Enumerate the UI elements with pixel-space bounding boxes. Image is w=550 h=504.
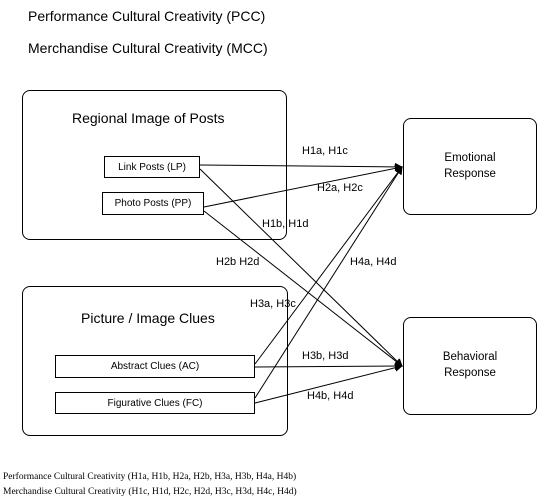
arrow-lp-emotional xyxy=(199,162,403,171)
label-h3a-h3c: H3a, H3c xyxy=(250,298,296,310)
heading-pcc: Performance Cultural Creativity (PCC) xyxy=(28,8,266,24)
arrow-pp-emotional xyxy=(203,164,403,208)
arrow-lp-behavioral xyxy=(199,168,403,367)
footnote-pcc: Performance Cultural Creativity (H1a, H1… xyxy=(3,472,297,482)
label-h4b-h4d: H4b, H4d xyxy=(307,390,354,402)
behavioral-line-1: Behavioral xyxy=(442,351,498,364)
heading-mcc: Merchandise Cultural Creativity (MCC) xyxy=(28,40,268,56)
node-figurative-clues: Figurative Clues (FC) xyxy=(55,392,255,414)
behavioral-line-2: Response xyxy=(444,367,496,379)
footnote-mcc: Merchandise Cultural Creativity (H1c, H1… xyxy=(3,487,297,497)
label-h2b-h2d: H2b H2d xyxy=(216,256,260,268)
emotional-line-1: Emotional xyxy=(444,151,496,164)
node-photo-posts: Photo Posts (PP) xyxy=(102,192,204,215)
arrow-ac-behavioral xyxy=(254,362,403,371)
node-abstract-clues: Abstract Clues (AC) xyxy=(55,355,255,378)
node-behavioral-response: Behavioral Response xyxy=(403,317,537,415)
arrow-ac-emotional xyxy=(254,166,403,365)
arrow-pp-behavioral xyxy=(203,210,403,367)
emotional-line-2: Response xyxy=(444,167,496,180)
label-h2a-h2c: H2a, H2c xyxy=(317,182,363,194)
group-picture-title: Picture / Image Clues xyxy=(81,310,215,326)
label-h1a-h1c: H1a, H1c xyxy=(302,145,348,157)
node-emotional-response: Emotional Response xyxy=(403,118,537,215)
label-h4a-h4d: H4a, H4d xyxy=(350,256,397,268)
group-regional-title: Regional Image of Posts xyxy=(72,110,225,126)
arrow-fc-behavioral xyxy=(254,363,403,404)
label-h3b-h3d: H3b, H3d xyxy=(302,350,349,362)
arrow-fc-emotional xyxy=(254,166,403,399)
node-link-posts: Link Posts (LP) xyxy=(104,156,200,178)
label-h1b-h1d: H1b, H1d xyxy=(262,218,309,230)
